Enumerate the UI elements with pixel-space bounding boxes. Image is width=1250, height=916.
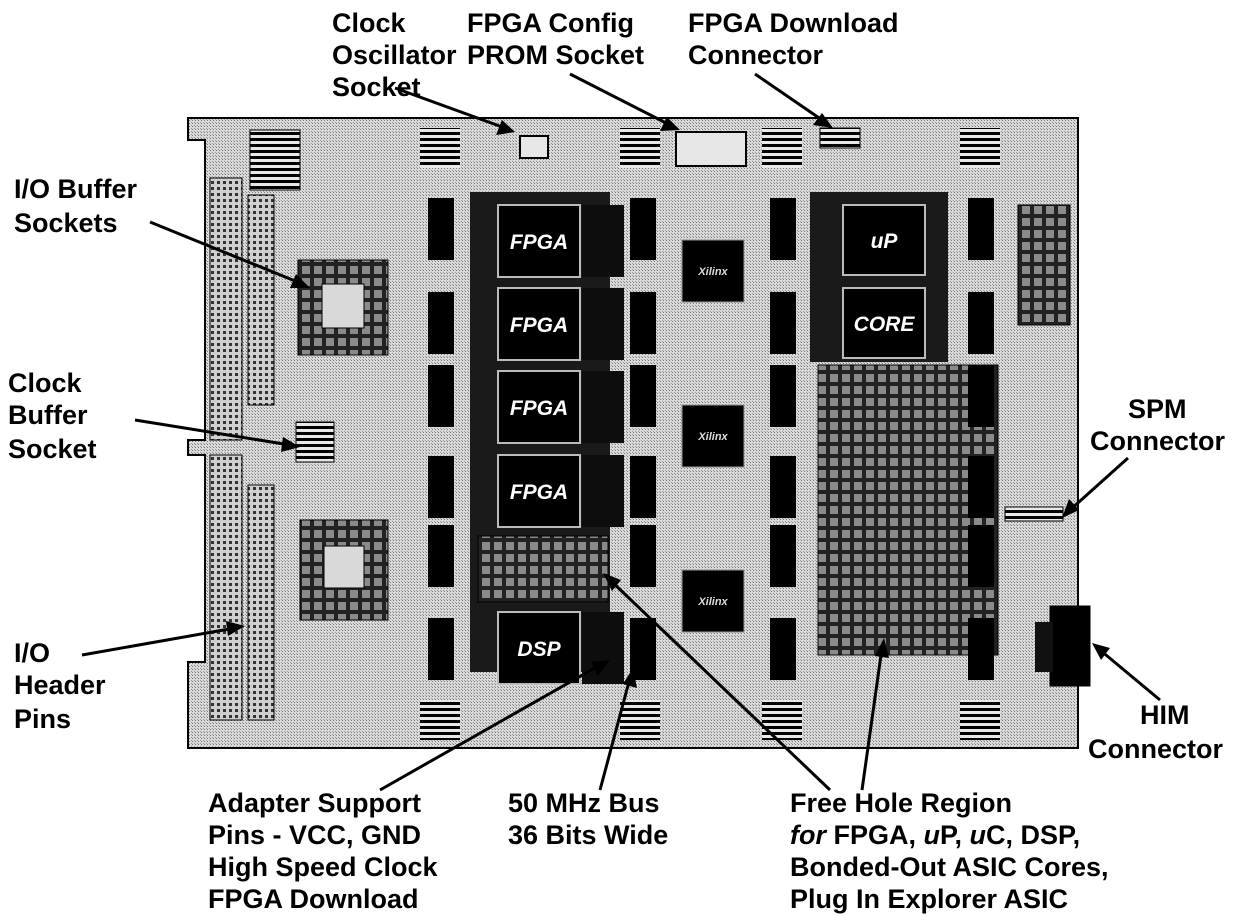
up-chip-label: uP [871, 230, 899, 253]
fpga-download-connector [820, 128, 860, 148]
svg-text:Clock: Clock [8, 368, 83, 398]
label-clock-oscillator: Clock Oscillator Socket [332, 8, 457, 102]
svg-text:Free Hole Region: Free Hole Region [790, 788, 1012, 818]
svg-text:I/O Buffer: I/O Buffer [14, 174, 137, 204]
svg-text:Clock: Clock [332, 8, 407, 38]
clock-oscillator-socket [520, 136, 548, 158]
fpga-chip-3: FPGA [498, 371, 580, 443]
bus-chip-label: Xilinx [697, 431, 728, 443]
label-free-hole: Free Hole Region for FPGA, uP, uC, DSP, … [790, 788, 1109, 914]
svg-text:Socket: Socket [332, 72, 421, 102]
svg-text:Pins - VCC, GND: Pins - VCC, GND [208, 820, 421, 850]
svg-text:Bonded-Out ASIC Cores,: Bonded-Out ASIC Cores, [790, 852, 1109, 882]
fpga-chip-label: FPGA [510, 397, 568, 420]
svg-text:Socket: Socket [8, 434, 97, 464]
io-buffer-socket [298, 260, 388, 355]
bus-chip-label: Xilinx [697, 266, 728, 278]
svg-text:Adapter Support: Adapter Support [208, 788, 421, 818]
svg-text:PROM Socket: PROM Socket [467, 40, 644, 70]
label-io-buffer: I/O Buffer Sockets [14, 174, 137, 238]
fpga-chip-4: FPGA [498, 455, 580, 527]
svg-text:Sockets: Sockets [14, 208, 118, 238]
fpga-chip-label: FPGA [510, 481, 568, 504]
dsp-chip-label: DSP [517, 638, 561, 661]
svg-text:I/O: I/O [14, 638, 50, 668]
label-fpga-config: FPGA Config PROM Socket [467, 8, 644, 70]
fpga-config-prom-socket [676, 132, 746, 166]
label-fpga-download: FPGA Download Connector [688, 8, 899, 70]
svg-text:SPM: SPM [1128, 394, 1187, 424]
adapter-grid [478, 536, 608, 602]
core-chip-label: CORE [854, 313, 916, 336]
fpga-chip-label: FPGA [510, 231, 568, 254]
core-chip: CORE [843, 288, 925, 358]
spm-connector [1005, 507, 1063, 521]
label-bus: 50 MHz Bus 36 Bits Wide [508, 788, 668, 850]
fpga-chip-label: FPGA [510, 314, 568, 337]
bus-chip-1: Xilinx [682, 240, 744, 302]
bus-chip-label: Xilinx [697, 596, 728, 608]
label-adapter-support: Adapter Support Pins - VCC, GND High Spe… [208, 788, 439, 914]
him-connector-base [1035, 622, 1053, 672]
io-buffer-socket-lower [300, 520, 388, 620]
svg-text:for FPGA, uP, uC, DSP,: for FPGA, uP, uC, DSP, [790, 820, 1080, 850]
svg-text:Header: Header [14, 670, 106, 700]
bus-chip-3: Xilinx [682, 570, 744, 632]
svg-text:FPGA Config: FPGA Config [467, 8, 634, 38]
label-clock-buffer: Clock Buffer Socket [8, 368, 97, 464]
svg-text:50 MHz Bus: 50 MHz Bus [508, 788, 660, 818]
svg-text:Pins: Pins [14, 704, 71, 734]
svg-text:FPGA Download: FPGA Download [688, 8, 899, 38]
him-connector [1050, 606, 1090, 686]
dsp-chip: DSP [498, 612, 580, 684]
svg-text:Connector: Connector [1090, 426, 1225, 456]
label-spm: SPM Connector [1090, 394, 1225, 456]
fpga-chip-1: FPGA [498, 205, 580, 277]
up-chip: uP [843, 205, 925, 275]
svg-text:HIM: HIM [1140, 700, 1190, 730]
svg-text:Connector: Connector [1088, 734, 1223, 764]
bus-chip-2: Xilinx [682, 405, 744, 467]
svg-text:Connector: Connector [688, 40, 823, 70]
right-grid [1018, 205, 1070, 325]
svg-text:Oscillator: Oscillator [332, 40, 457, 70]
svg-text:High Speed Clock: High Speed Clock [208, 852, 439, 882]
label-him: HIM Connector [1088, 700, 1223, 764]
svg-text:Plug In Explorer ASIC: Plug In Explorer ASIC [790, 884, 1068, 914]
clock-buffer-socket [296, 422, 334, 462]
fpga-chip-2: FPGA [498, 288, 580, 360]
svg-text:36 Bits Wide: 36 Bits Wide [508, 820, 668, 850]
resistor-packs [250, 130, 300, 190]
svg-text:Buffer: Buffer [8, 400, 88, 430]
svg-text:FPGA Download: FPGA Download [208, 884, 419, 914]
